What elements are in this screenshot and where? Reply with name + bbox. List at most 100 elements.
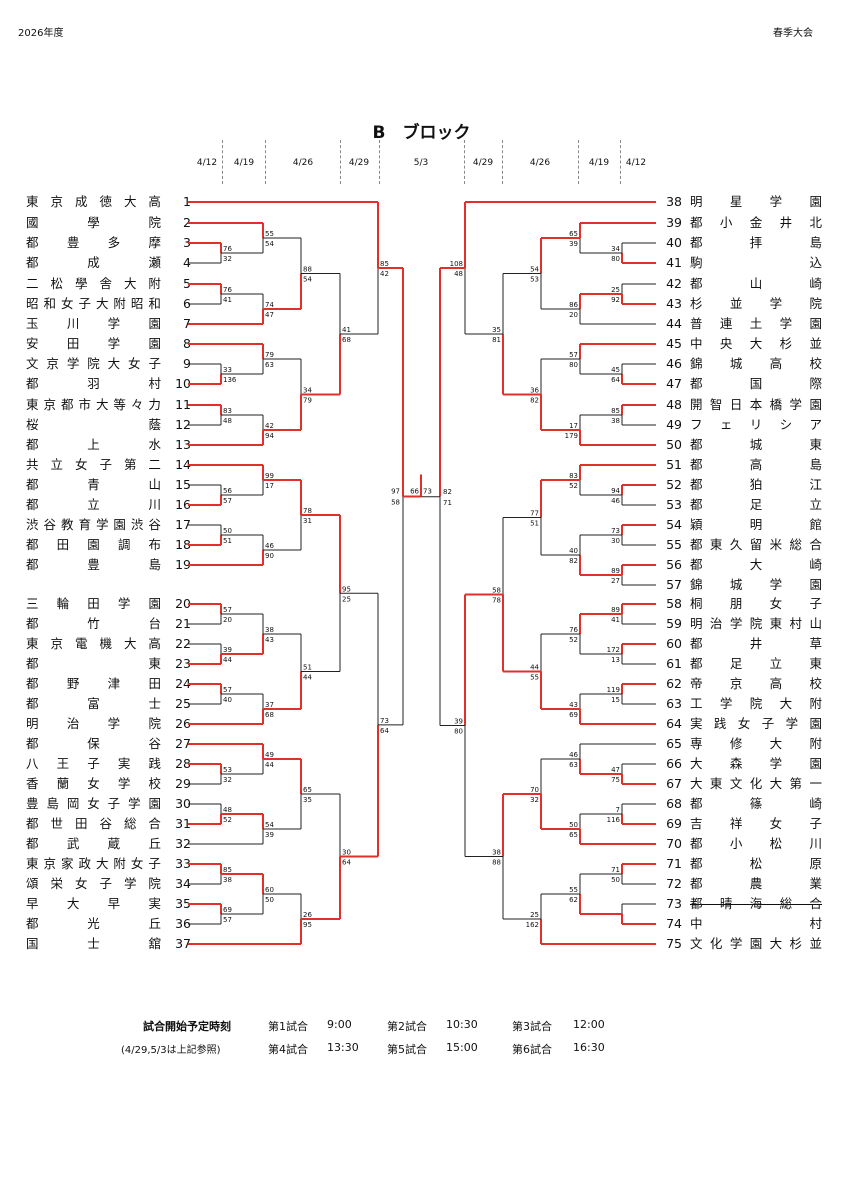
match-score: 44 — [223, 656, 232, 664]
match-score: 13 — [611, 656, 620, 664]
team-number: 19 — [175, 557, 191, 572]
team-number: 67 — [666, 776, 682, 791]
team-name: 文化学園大杉並 — [690, 936, 822, 951]
team-number: 49 — [666, 417, 682, 432]
team-number: 4 — [183, 255, 191, 270]
team-number: 62 — [666, 676, 682, 691]
schedule-slot-time: 9:00 — [327, 1018, 352, 1031]
team-name: 文京学院大女子 — [26, 356, 161, 371]
team-name: 都立川 — [26, 497, 161, 512]
team-number: 25 — [175, 696, 191, 711]
match-score: 17 — [569, 422, 578, 430]
round-separator — [340, 140, 341, 184]
schedule-slot-label: 第3試合 — [512, 1020, 552, 1033]
team-name: 都東久留米総合 — [690, 537, 822, 552]
match-score: 63 — [265, 361, 274, 369]
team-number: 63 — [666, 696, 682, 711]
match-score: 34 — [611, 245, 620, 253]
team-name: 大森学園 — [690, 756, 822, 771]
team-name: 錦城学園 — [690, 577, 822, 592]
match-score: 34 — [303, 387, 312, 395]
team-number: 59 — [666, 616, 682, 631]
team-name: 東京都市大等々力 — [26, 397, 161, 412]
match-score: 32 — [223, 776, 232, 784]
team-number: 31 — [175, 816, 191, 831]
team-name: 都大崎 — [690, 557, 822, 572]
match-score: 65 — [569, 230, 578, 238]
team-number: 72 — [666, 876, 682, 891]
match-score: 65 — [569, 831, 578, 839]
team-name: 桜蔭 — [26, 417, 161, 432]
team-number: 66 — [666, 756, 682, 771]
schedule-slot-label: 第6試合 — [512, 1043, 552, 1056]
match-score: 17 — [265, 482, 274, 490]
match-score: 69 — [223, 906, 232, 914]
team-number: 23 — [175, 656, 191, 671]
team-name: 都竹台 — [26, 616, 161, 631]
match-score: 88 — [492, 859, 501, 867]
match-score: 71 — [443, 499, 452, 507]
team-name: 都武蔵丘 — [26, 836, 161, 851]
team-name: 共立女子第二 — [26, 457, 161, 472]
team-number: 24 — [175, 676, 191, 691]
match-score: 25 — [611, 286, 620, 294]
match-score: 71 — [611, 866, 620, 874]
team-name: 都井草 — [690, 636, 822, 651]
team-name: 都国際 — [690, 376, 822, 391]
round-date: 4/26 — [292, 158, 314, 168]
match-score: 83 — [569, 472, 578, 480]
team-number: 5 — [183, 276, 191, 291]
team-name: 渋谷教育学園渋谷 — [26, 517, 161, 532]
team-number: 68 — [666, 796, 682, 811]
schedule-slot-time: 16:30 — [573, 1041, 605, 1054]
round-separator — [222, 140, 223, 184]
match-score: 37 — [265, 701, 274, 709]
match-score: 64 — [611, 376, 620, 384]
match-score: 46 — [569, 751, 578, 759]
team-name: 玉川学園 — [26, 316, 161, 331]
team-name: 駒込 — [690, 255, 822, 270]
team-name: 國學院 — [26, 215, 161, 230]
match-score: 80 — [454, 728, 463, 736]
team-number: 75 — [666, 936, 682, 951]
team-name: 都拝島 — [690, 235, 822, 250]
match-score: 62 — [569, 896, 578, 904]
match-score: 73 — [380, 717, 389, 725]
team-number: 60 — [666, 636, 682, 651]
match-score: 76 — [223, 245, 232, 253]
match-score: 40 — [569, 547, 578, 555]
match-score: 35 — [303, 796, 312, 804]
schedule-slot-time: 10:30 — [446, 1018, 478, 1031]
match-score: 36 — [530, 387, 539, 395]
team-name: 大東文化大第一 — [690, 776, 822, 791]
match-score: 89 — [611, 606, 620, 614]
match-score: 20 — [569, 311, 578, 319]
match-score: 116 — [607, 816, 621, 824]
match-score: 76 — [223, 286, 232, 294]
match-score: 88 — [303, 266, 312, 274]
team-number: 22 — [175, 636, 191, 651]
match-score: 82 — [569, 557, 578, 565]
match-score: 92 — [611, 296, 620, 304]
match-score: 30 — [611, 537, 620, 545]
match-score: 43 — [265, 636, 274, 644]
match-score: 32 — [530, 796, 539, 804]
